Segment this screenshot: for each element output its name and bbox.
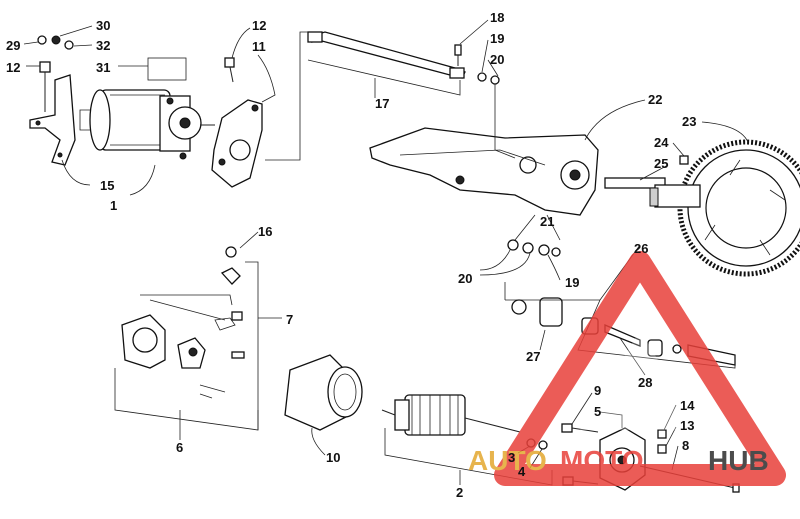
cable-part-17 [307,31,466,79]
label-30: 30 [96,18,110,33]
label-9: 9 [594,383,601,398]
drive-shaft-part-25 [604,177,701,208]
bolt-part-24 [679,155,689,165]
label-24: 24 [654,135,669,150]
label-17: 17 [375,96,389,111]
bolt-part-12-left [39,61,51,112]
label-8: 8 [682,438,689,453]
label-23: 23 [682,114,696,129]
label-15: 15 [100,178,114,193]
label-28: 28 [638,375,652,390]
bolt-part-13-14 [657,429,667,454]
housing-part-10 [284,354,363,431]
bracket-plate-part-11 [211,99,263,188]
label-18: 18 [490,10,504,25]
label-13: 13 [680,418,694,433]
label-31: 31 [96,60,110,75]
label-22: 22 [648,92,662,107]
label-12-top: 12 [252,18,266,33]
label-21: 21 [540,214,554,229]
label-3: 3 [508,450,515,465]
armature-part-2 [381,394,521,436]
label-5: 5 [594,404,601,419]
label-20-bottom: 20 [458,271,472,286]
label-16: 16 [258,224,272,239]
label-25: 25 [654,156,668,171]
label-26: 26 [634,241,648,256]
starter-bracket-part-22 [369,127,599,216]
label-4: 4 [518,464,526,479]
label-14: 14 [680,398,695,413]
label-20-top: 20 [490,52,504,67]
end-cap-part-6 [121,314,245,399]
bolt-part-18 [454,44,462,66]
label-32: 32 [96,38,110,53]
brush-holder-part-7 [214,246,243,331]
label-plate-part-31 [147,57,187,81]
washer-part-20-top [490,75,500,85]
watermark-inner-triangle [580,330,700,430]
label-19-top: 19 [490,31,504,46]
watermark-text-left: AUTO [468,445,547,476]
washer-part-19-top [477,72,487,82]
label-12-left: 12 [6,60,20,75]
watermark-text-right: HUB [708,445,769,476]
watermark-text-mid: MOTO [560,445,643,476]
watermark-triangle [494,251,786,486]
starter-motor-part-1 [79,89,215,160]
nut-washer-parts [37,35,74,50]
bolt-part-12-top [224,57,235,83]
watermark-logo: AUTO MOTO HUB [468,251,786,486]
bracket-part-15 [29,74,76,166]
label-1: 1 [110,198,117,213]
label-10: 10 [326,450,340,465]
label-6: 6 [176,440,183,455]
label-19-bottom: 19 [565,275,579,290]
ring-gear-part-23 [677,139,800,277]
label-7: 7 [286,312,293,327]
label-11: 11 [252,39,266,54]
label-2: 2 [456,485,463,500]
label-27: 27 [526,349,540,364]
bolt-part-9 [561,423,599,433]
washer-cluster-bottom [507,239,561,257]
part-labels: 30 29 32 12 31 15 1 12 11 17 18 19 20 22… [6,10,696,500]
label-29: 29 [6,38,20,53]
